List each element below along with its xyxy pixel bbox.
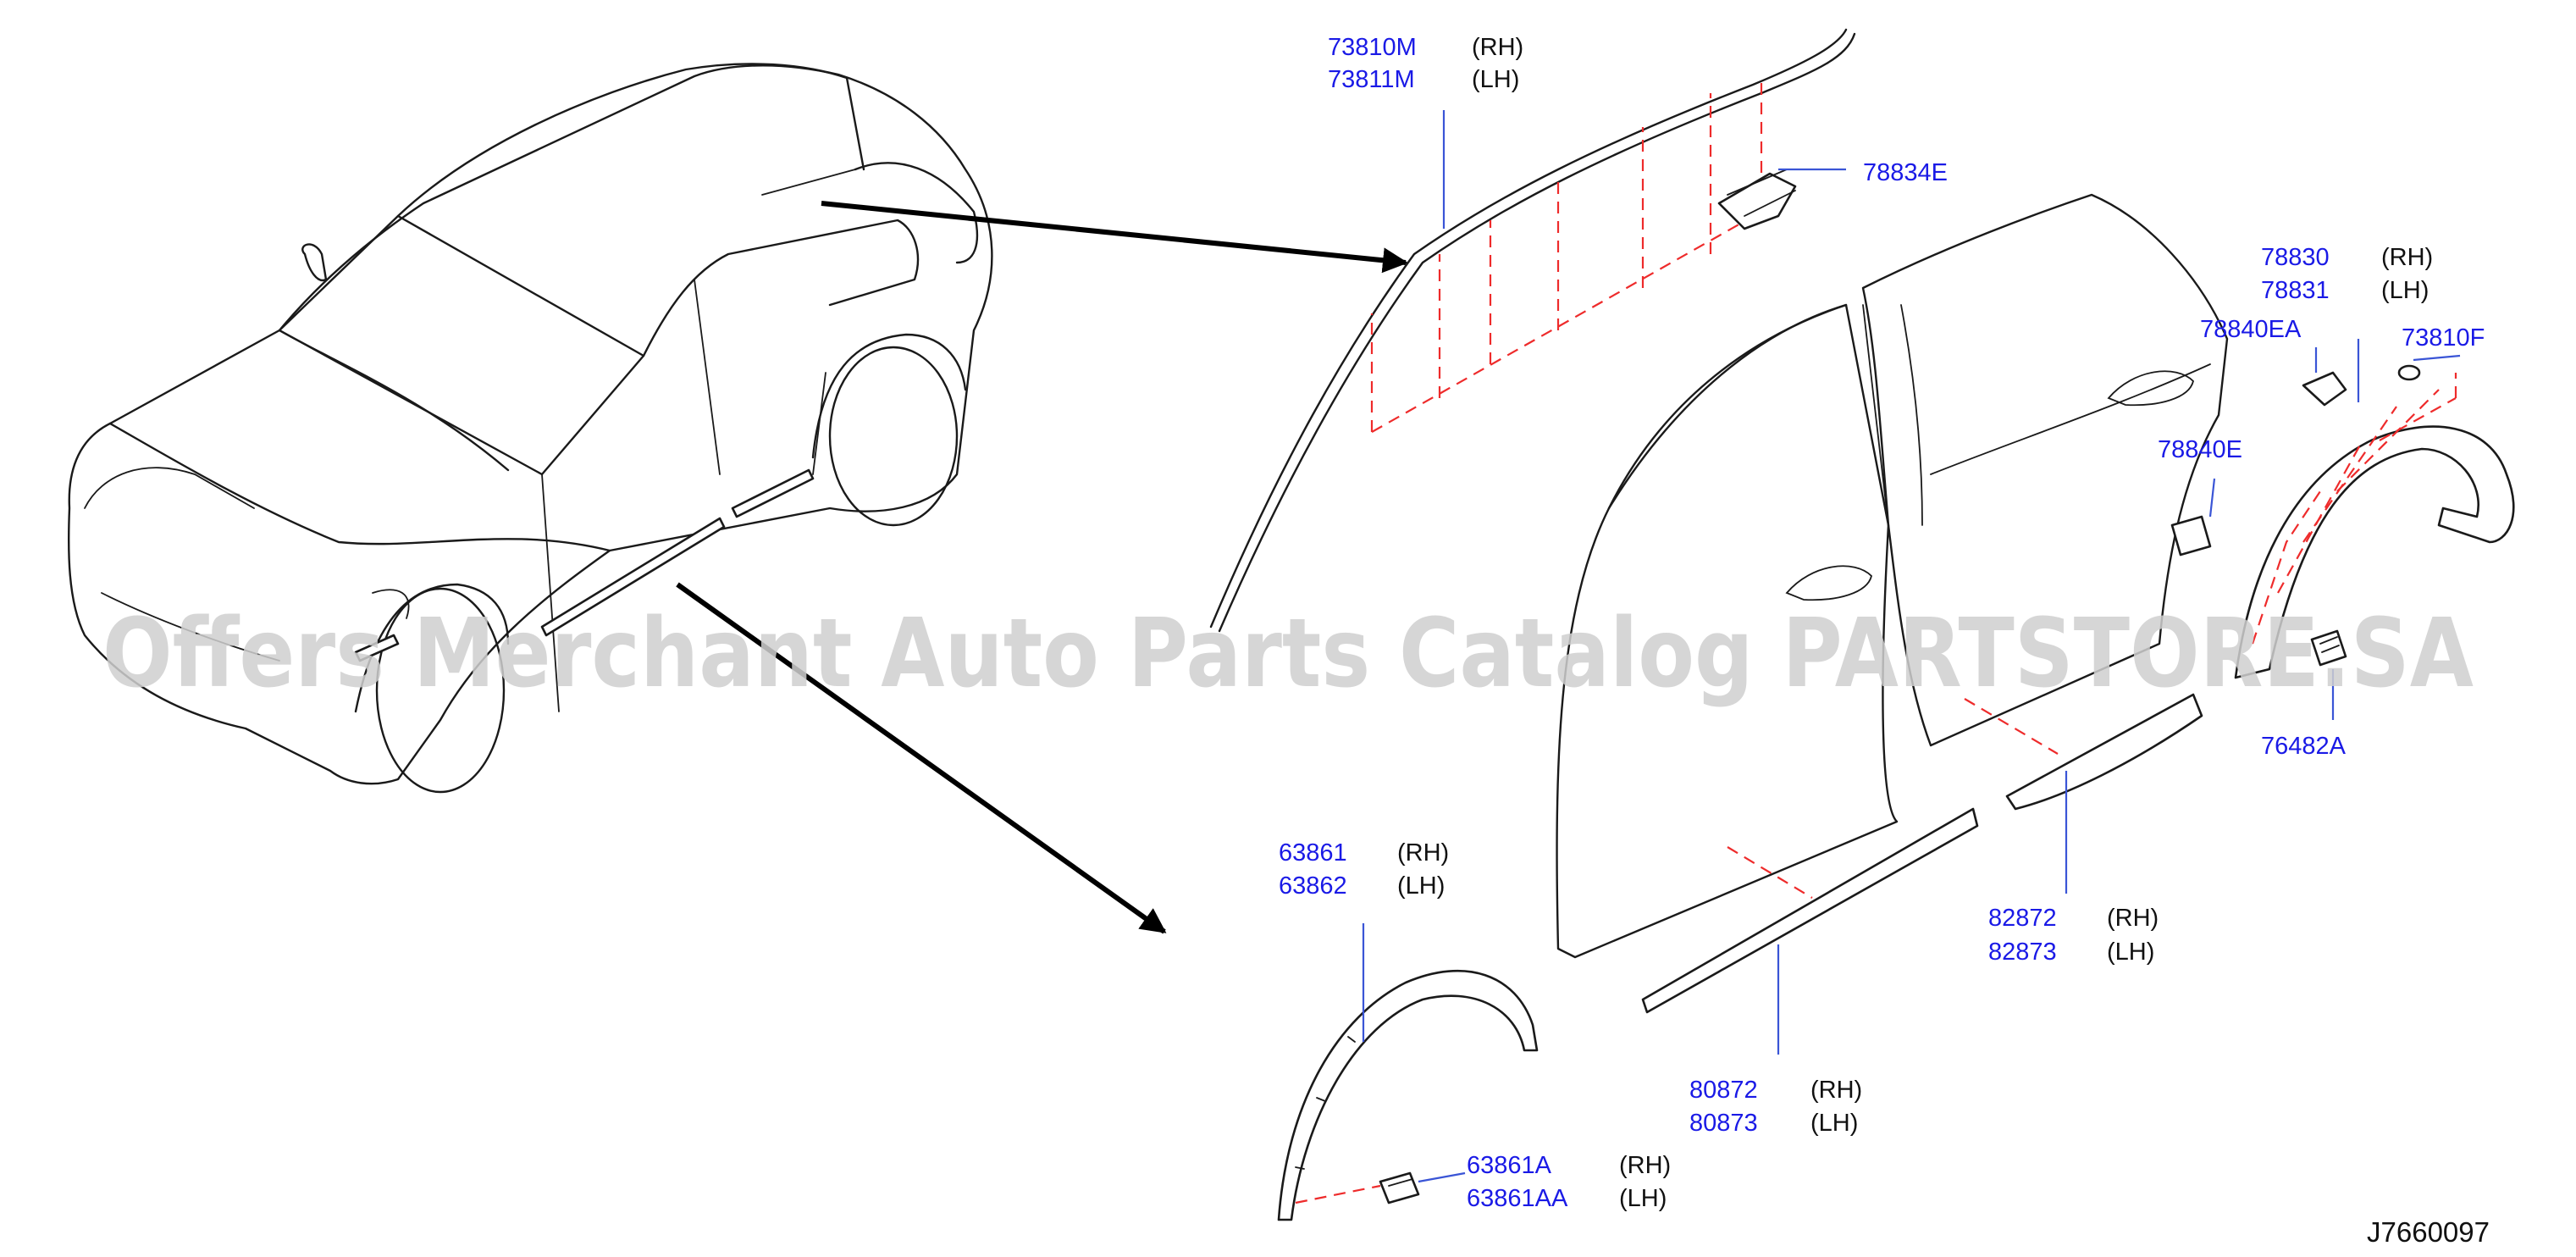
part-label-80872[interactable]: 80872 xyxy=(1689,1077,1758,1104)
part-label-63861aa[interactable]: 63861AA xyxy=(1467,1185,1568,1212)
roof-clip-78834e xyxy=(1717,169,1797,230)
part-label-63861a[interactable]: 63861A xyxy=(1467,1152,1552,1179)
diagram-code: J7660097 xyxy=(2367,1216,2490,1248)
watermark-text: Offers Merchant Auto Parts Catalog PARTS… xyxy=(102,599,2474,709)
screw-63861a xyxy=(1379,1171,1420,1204)
side-label-lh: (LH) xyxy=(1472,66,1519,93)
part-label-82873[interactable]: 82873 xyxy=(1988,939,2057,966)
part-label-73811m[interactable]: 73811M xyxy=(1328,66,1415,93)
roof-molding xyxy=(1209,28,1856,633)
part-label-82872[interactable]: 82872 xyxy=(1988,905,2057,932)
leader-lines xyxy=(1362,110,2461,1183)
clip-78840ea xyxy=(2302,371,2347,407)
door-panels xyxy=(1556,193,2229,959)
sill-molding xyxy=(1641,807,1979,1014)
part-label-78840ea[interactable]: 78840EA xyxy=(2200,316,2302,343)
side-label-rh: (RH) xyxy=(2107,905,2159,932)
rear-door-molding xyxy=(1964,693,2203,811)
side-label-rh: (RH) xyxy=(1472,34,1523,61)
part-label-63861[interactable]: 63861 xyxy=(1279,839,1347,867)
front-wheel-arch xyxy=(1277,969,1539,1221)
side-label-lh: (LH) xyxy=(2107,939,2154,966)
side-label-lh: (LH) xyxy=(2381,277,2429,304)
part-label-78831[interactable]: 78831 xyxy=(2261,277,2330,304)
part-label-76482a[interactable]: 76482A xyxy=(2261,733,2347,760)
roof-arrow xyxy=(821,201,1408,274)
screw-76482a xyxy=(2310,629,2347,667)
part-label-73810f[interactable]: 73810F xyxy=(2402,324,2485,352)
part-label-63862[interactable]: 63862 xyxy=(1279,872,1347,900)
side-label-rh: (RH) xyxy=(2381,244,2433,271)
part-label-78840e[interactable]: 78840E xyxy=(2158,436,2242,463)
rear-wheel-arch xyxy=(2234,373,2515,679)
sill-arrow xyxy=(676,582,1167,934)
clip-78840e xyxy=(2170,515,2212,557)
grommet-73810f xyxy=(2397,364,2421,381)
side-label-rh: (RH) xyxy=(1810,1077,1862,1104)
part-label-73810m[interactable]: 73810M xyxy=(1328,34,1417,61)
side-label-lh: (LH) xyxy=(1397,872,1445,900)
part-label-78834e[interactable]: 78834E xyxy=(1863,159,1948,186)
side-label-lh: (LH) xyxy=(1619,1185,1667,1212)
part-label-80873[interactable]: 80873 xyxy=(1689,1110,1758,1137)
vehicle-overview xyxy=(67,63,993,794)
side-label-rh: (RH) xyxy=(1619,1152,1671,1179)
side-label-lh: (LH) xyxy=(1810,1110,1858,1137)
part-label-78830[interactable]: 78830 xyxy=(2261,244,2330,271)
side-label-rh: (RH) xyxy=(1397,839,1449,867)
